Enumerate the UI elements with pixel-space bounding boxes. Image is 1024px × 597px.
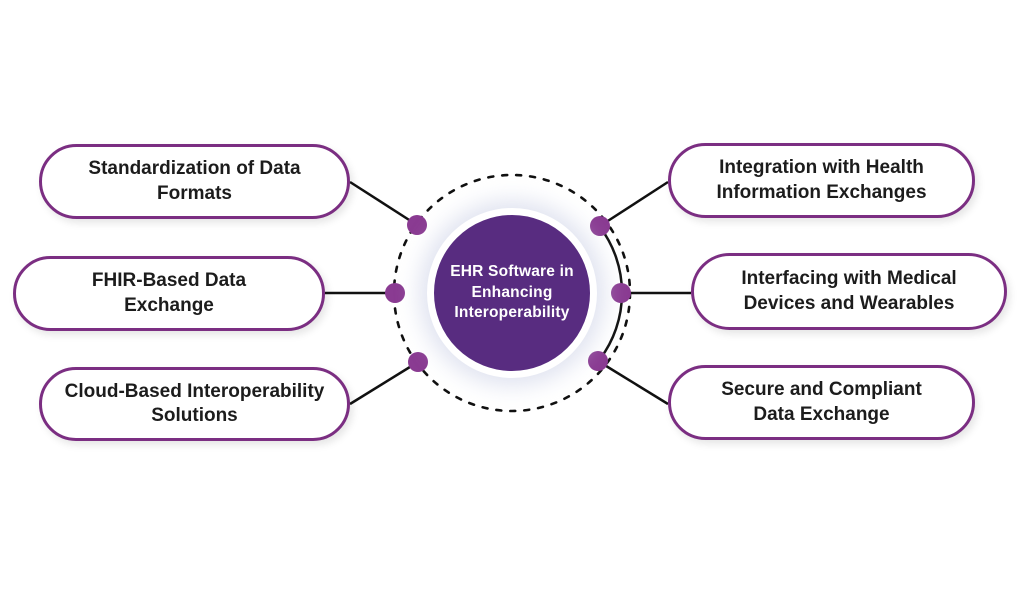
connector-top-right bbox=[599, 180, 669, 228]
dot-top-left bbox=[407, 215, 427, 235]
pill-standardization-of-data-formats: Standardization of Data Formats bbox=[39, 144, 350, 219]
connector-top-left bbox=[349, 180, 418, 227]
pill-interfacing-with-medical-devices-and-wearables: Interfacing with Medical Devices and Wea… bbox=[691, 253, 1007, 330]
dot-middle-left bbox=[385, 283, 405, 303]
pill-integration-with-health-information-exchanges: Integration with Health Information Exch… bbox=[668, 143, 975, 218]
pill-secure-and-compliant-data-exchange: Secure and Compliant Data Exchange bbox=[668, 365, 975, 440]
dot-bottom-left bbox=[408, 352, 428, 372]
dot-middle-right bbox=[611, 283, 631, 303]
connector-bottom-right bbox=[597, 359, 669, 406]
center-hub-circle: EHR Software in Enhancing Interoperabili… bbox=[427, 208, 597, 378]
dot-top-right bbox=[590, 216, 610, 236]
center-hub-label: EHR Software in Enhancing Interoperabili… bbox=[450, 262, 574, 322]
connector-bottom-left bbox=[349, 360, 419, 406]
pill-fhir-based-data-exchange: FHIR-Based Data Exchange bbox=[13, 256, 325, 331]
pill-cloud-based-interoperability-solutions: Cloud-Based Interoperability Solutions bbox=[39, 367, 350, 441]
dot-bottom-right bbox=[588, 351, 608, 371]
